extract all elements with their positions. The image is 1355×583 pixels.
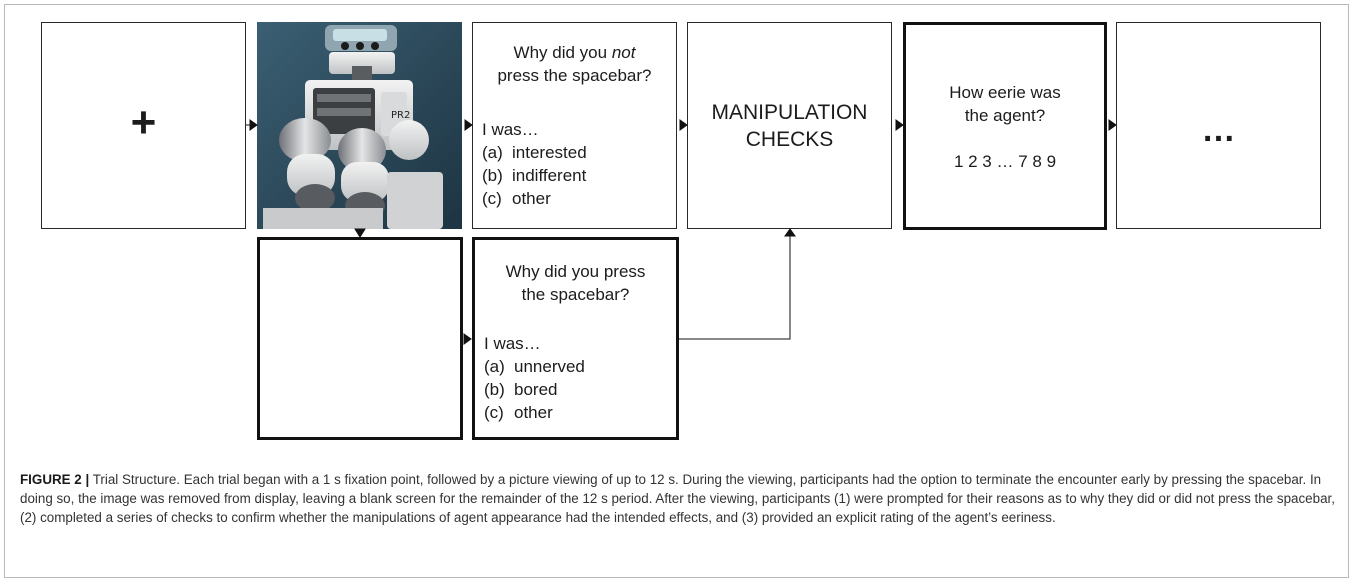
- option-text: other: [514, 403, 553, 422]
- arrow-line: [679, 236, 791, 340]
- fixation-cross: +: [130, 98, 157, 147]
- caption-label: FIGURE 2 |: [20, 472, 90, 487]
- arrow-head: [249, 119, 258, 131]
- flow-arrows: [246, 119, 1117, 345]
- manipulation-checks-screen: MANIPULATION CHECKS: [687, 22, 892, 229]
- option-text: unnerved: [514, 357, 585, 376]
- question-part: Why did you: [513, 43, 612, 62]
- eeriness-question: How eerie was the agent?: [906, 81, 1104, 127]
- lead-text: I was…: [484, 334, 541, 353]
- arrow-head: [895, 119, 904, 131]
- continuation-ellipsis: …: [1201, 111, 1236, 149]
- arrow-head: [463, 333, 472, 345]
- fixation-screen: +: [41, 22, 246, 229]
- eeriness-rating-screen: How eerie was the agent? 1 2 3 … 7 8 9: [903, 22, 1107, 230]
- rating-scale: 1 2 3 … 7 8 9: [953, 152, 1057, 171]
- arrow-head: [1108, 119, 1117, 131]
- blank-screen: [257, 237, 463, 440]
- arrow-head: [354, 228, 366, 238]
- option-item: (b) indifferent: [482, 164, 587, 187]
- option-key: (b): [484, 380, 505, 399]
- question-emphasis: not: [611, 43, 636, 62]
- pressed-question: Why did you press the spacebar?: [475, 260, 676, 306]
- option-key: (c): [482, 189, 502, 208]
- option-text: indifferent: [512, 166, 587, 185]
- option-item: (c) other: [482, 187, 587, 210]
- caption-text: Trial Structure. Each trial began with a…: [20, 472, 1335, 526]
- question-line: the agent?: [964, 106, 1046, 125]
- not-pressed-question: Why did you not press the spacebar?: [473, 41, 676, 87]
- reason-pressed-screen: Why did you press the spacebar? I was… (…: [472, 237, 679, 440]
- arrow-head: [464, 119, 473, 131]
- title-line: MANIPULATION: [711, 101, 868, 124]
- option-key: (c): [484, 403, 504, 422]
- option-item: (a) interested: [482, 141, 587, 164]
- option-text: interested: [512, 143, 587, 162]
- option-text: bored: [514, 380, 558, 399]
- pressed-options: I was… (a) unnerved (b) bored (c) other: [484, 332, 585, 424]
- robot-label: PR2: [391, 110, 410, 121]
- option-key: (a): [482, 143, 503, 162]
- robot-image: PR2: [257, 22, 462, 229]
- lead-text: I was…: [482, 120, 539, 139]
- arrow-head: [784, 228, 796, 237]
- question-line: How eerie was: [949, 83, 1061, 102]
- arrow-head: [679, 119, 688, 131]
- not-pressed-options: I was… (a) interested (b) indifferent (c) o…: [482, 118, 587, 210]
- option-key: (a): [484, 357, 505, 376]
- figure-frame: [4, 4, 1349, 578]
- question-part: press the spacebar?: [497, 66, 652, 85]
- option-item: (c) other: [484, 401, 585, 424]
- option-key: (b): [482, 166, 503, 185]
- question-line: the spacebar?: [521, 285, 630, 304]
- title-line: CHECKS: [745, 128, 834, 151]
- reason-not-pressed-screen: Why did you not press the spacebar? I wa…: [472, 22, 677, 229]
- question-line: Why did you press: [505, 262, 646, 281]
- manipulation-checks-title: MANIPULATION CHECKS: [688, 99, 891, 153]
- option-text: other: [512, 189, 551, 208]
- continuation-screen: …: [1116, 22, 1321, 229]
- agent-picture-screen: PR2: [257, 22, 462, 229]
- option-item: (b) bored: [484, 378, 585, 401]
- option-item: (a) unnerved: [484, 355, 585, 378]
- figure-caption: FIGURE 2 | Trial Structure. Each trial b…: [20, 470, 1340, 528]
